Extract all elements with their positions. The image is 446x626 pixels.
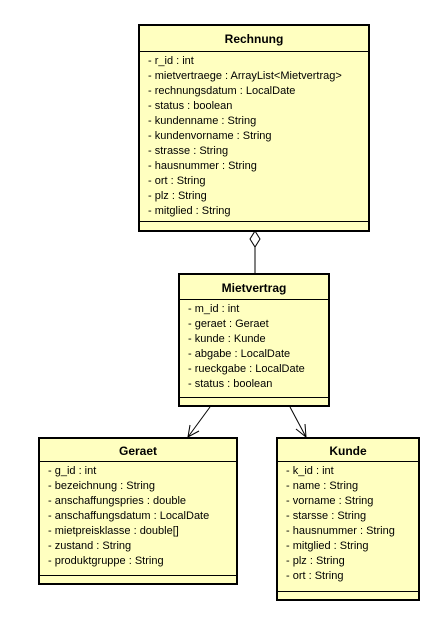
class-name: Geraet	[118, 444, 158, 458]
attribute: - ort : String	[148, 175, 206, 187]
attribute: - m_id : int	[188, 303, 240, 315]
attribute: - kundenname : String	[148, 115, 257, 127]
attribute: - plz : String	[148, 190, 207, 202]
attribute: - status : boolean	[188, 378, 273, 390]
attribute: - strasse : String	[148, 145, 229, 157]
divider	[278, 591, 418, 592]
attribute: - plz : String	[286, 555, 345, 567]
attribute: - k_id : int	[286, 465, 334, 477]
attribute: - bezeichnung : String	[48, 480, 156, 492]
class-name: Kunde	[329, 444, 367, 458]
aggregation-diamond	[249, 230, 261, 248]
attribute: - mietvertraege : ArrayList<Mietvertrag>	[148, 70, 342, 82]
attribute-list: - r_id : int - mietvertraege : ArrayList…	[140, 52, 368, 219]
attribute: - kundenvorname : String	[148, 130, 272, 142]
divider	[180, 299, 328, 300]
class-name: Mietvertrag	[221, 281, 287, 295]
divider	[278, 461, 418, 462]
attribute: - anschaffungsdatum : LocalDate	[48, 510, 210, 522]
class-mietvertrag[interactable]: Mietvertrag - m_id : int - geraet : Gera…	[178, 273, 334, 411]
attribute-list: - m_id : int - geraet : Geraet - kunde :…	[180, 300, 328, 392]
attribute: - g_id : int	[48, 465, 97, 477]
attribute: - mitglied : String	[148, 205, 231, 217]
attribute: - mitglied : String	[286, 540, 369, 552]
class-rechnung[interactable]: Rechnung - r_id : int - mietvertraege : …	[138, 24, 374, 236]
divider	[40, 461, 236, 462]
attribute-list: - k_id : int - name : String - vorname :…	[278, 462, 418, 584]
divider	[140, 221, 368, 222]
attribute: - vorname : String	[286, 495, 374, 507]
attribute: - rechnungsdatum : LocalDate	[148, 85, 296, 97]
attribute: - abgabe : LocalDate	[188, 348, 291, 360]
attribute-list: - g_id : int - bezeichnung : String - an…	[40, 462, 236, 569]
attribute: - anschaffungspries : double	[48, 495, 186, 507]
attribute: - mietpreisklasse : double[]	[48, 525, 179, 537]
attribute: - geraet : Geraet	[188, 318, 269, 330]
attribute: - starsse : String	[286, 510, 367, 522]
class-kunde[interactable]: Kunde - k_id : int - name : String - vor…	[276, 437, 424, 605]
attribute: - produktgruppe : String	[48, 555, 164, 567]
attribute: - r_id : int	[148, 55, 194, 67]
attribute: - zustand : String	[48, 540, 132, 552]
class-name: Rechnung	[224, 32, 284, 46]
class-geraet[interactable]: Geraet - g_id : int - bezeichnung : Stri…	[38, 437, 242, 589]
divider	[140, 51, 368, 52]
attribute: - hausnummer : String	[286, 525, 395, 537]
divider	[180, 397, 328, 398]
divider	[40, 575, 236, 576]
attribute: - kunde : Kunde	[188, 333, 266, 345]
attribute: - ort : String	[286, 570, 344, 582]
attribute: - name : String	[286, 480, 359, 492]
attribute: - status : boolean	[148, 100, 233, 112]
association-line-geraet	[187, 406, 211, 438]
attribute: - rueckgabe : LocalDate	[188, 363, 305, 375]
association-line-kunde	[289, 406, 307, 438]
attribute: - hausnummer : String	[148, 160, 257, 172]
